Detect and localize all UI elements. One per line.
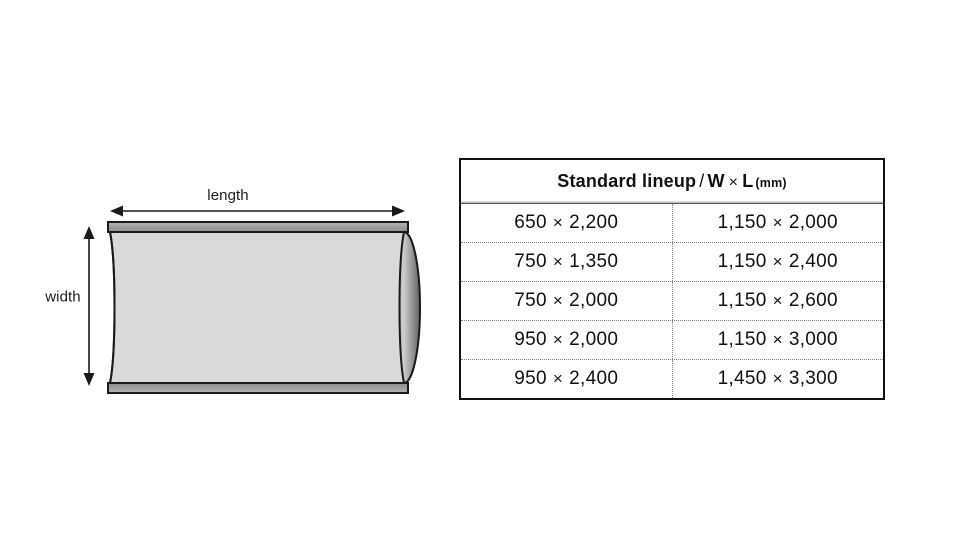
roll-left-edge <box>109 231 116 384</box>
cell-width-value: 650 <box>514 212 547 233</box>
multiply-icon: × <box>772 369 783 388</box>
table-cell-left: 650 × 2,200 <box>461 204 673 242</box>
table-cell-left: 750 × 1,350 <box>461 243 673 281</box>
table-cell-left: 750 × 2,000 <box>461 282 673 320</box>
table-cell-right: 1,150 × 2,600 <box>673 282 884 320</box>
cell-length-value: 2,000 <box>569 290 619 311</box>
multiply-icon: × <box>552 369 564 388</box>
multiply-icon: × <box>772 252 783 271</box>
table-cell-right: 1,450 × 3,300 <box>673 360 884 398</box>
header-separator: / <box>699 171 705 191</box>
roll-body <box>108 231 406 384</box>
header-spec-w: W <box>707 171 725 191</box>
table-body: 650 × 2,200 1,150 × 2,000 750 × 1,350 1,… <box>461 204 883 398</box>
cell-length-value: 2,600 <box>788 290 838 311</box>
multiply-icon: × <box>772 330 783 349</box>
table-row: 650 × 2,200 1,150 × 2,000 <box>461 204 883 243</box>
cell-width-value: 950 <box>514 368 547 389</box>
width-arrow <box>83 226 95 386</box>
cell-length-value: 3,000 <box>788 329 838 350</box>
cell-length-value: 1,350 <box>569 251 619 272</box>
table-row: 750 × 2,000 1,150 × 2,600 <box>461 282 883 321</box>
cell-length-value: 2,200 <box>569 212 619 233</box>
header-unit: (mm) <box>755 176 787 190</box>
cell-width-value: 1,150 <box>717 212 767 233</box>
multiply-icon: × <box>552 213 564 232</box>
table-title: Standard lineup <box>557 171 697 191</box>
table-header: Standard lineup/W×L(mm) <box>461 160 883 204</box>
table-cell-right: 1,150 × 2,000 <box>673 204 884 242</box>
cell-width-value: 1,150 <box>717 251 767 272</box>
cell-length-value: 3,300 <box>788 368 838 389</box>
cell-width-value: 1,450 <box>717 368 767 389</box>
standard-lineup-table: Standard lineup/W×L(mm) 650 × 2,200 1,15… <box>459 158 885 400</box>
multiply-icon: × <box>552 252 564 271</box>
table-cell-left: 950 × 2,000 <box>461 321 673 359</box>
length-label: length <box>207 187 249 204</box>
cell-length-value: 2,000 <box>788 212 838 233</box>
roll-top-band <box>107 221 409 233</box>
table-cell-right: 1,150 × 2,400 <box>673 243 884 281</box>
width-label: width <box>45 288 81 306</box>
cell-length-value: 2,400 <box>788 251 838 272</box>
table-header-text: Standard lineup/W×L(mm) <box>557 171 787 192</box>
multiply-icon: × <box>772 213 783 232</box>
roll-product-diagram <box>0 150 450 410</box>
cell-width-value: 1,150 <box>717 290 767 311</box>
cell-width-value: 750 <box>514 290 547 311</box>
table-row: 950 × 2,400 1,450 × 3,300 <box>461 360 883 398</box>
multiply-icon: × <box>728 174 739 191</box>
table-cell-right: 1,150 × 3,000 <box>673 321 884 359</box>
table-cell-left: 950 × 2,400 <box>461 360 673 398</box>
cell-width-value: 750 <box>514 251 547 272</box>
table-row: 750 × 1,350 1,150 × 2,400 <box>461 243 883 282</box>
table-row: 950 × 2,000 1,150 × 3,000 <box>461 321 883 360</box>
roll-bottom-band <box>107 382 409 394</box>
cell-length-value: 2,000 <box>569 329 619 350</box>
cell-width-value: 1,150 <box>717 329 767 350</box>
cell-length-value: 2,400 <box>569 368 619 389</box>
header-spec-l: L <box>742 171 754 191</box>
multiply-icon: × <box>552 330 564 349</box>
length-arrow <box>110 205 405 217</box>
cell-width-value: 950 <box>514 329 547 350</box>
multiply-icon: × <box>772 291 783 310</box>
multiply-icon: × <box>552 291 564 310</box>
